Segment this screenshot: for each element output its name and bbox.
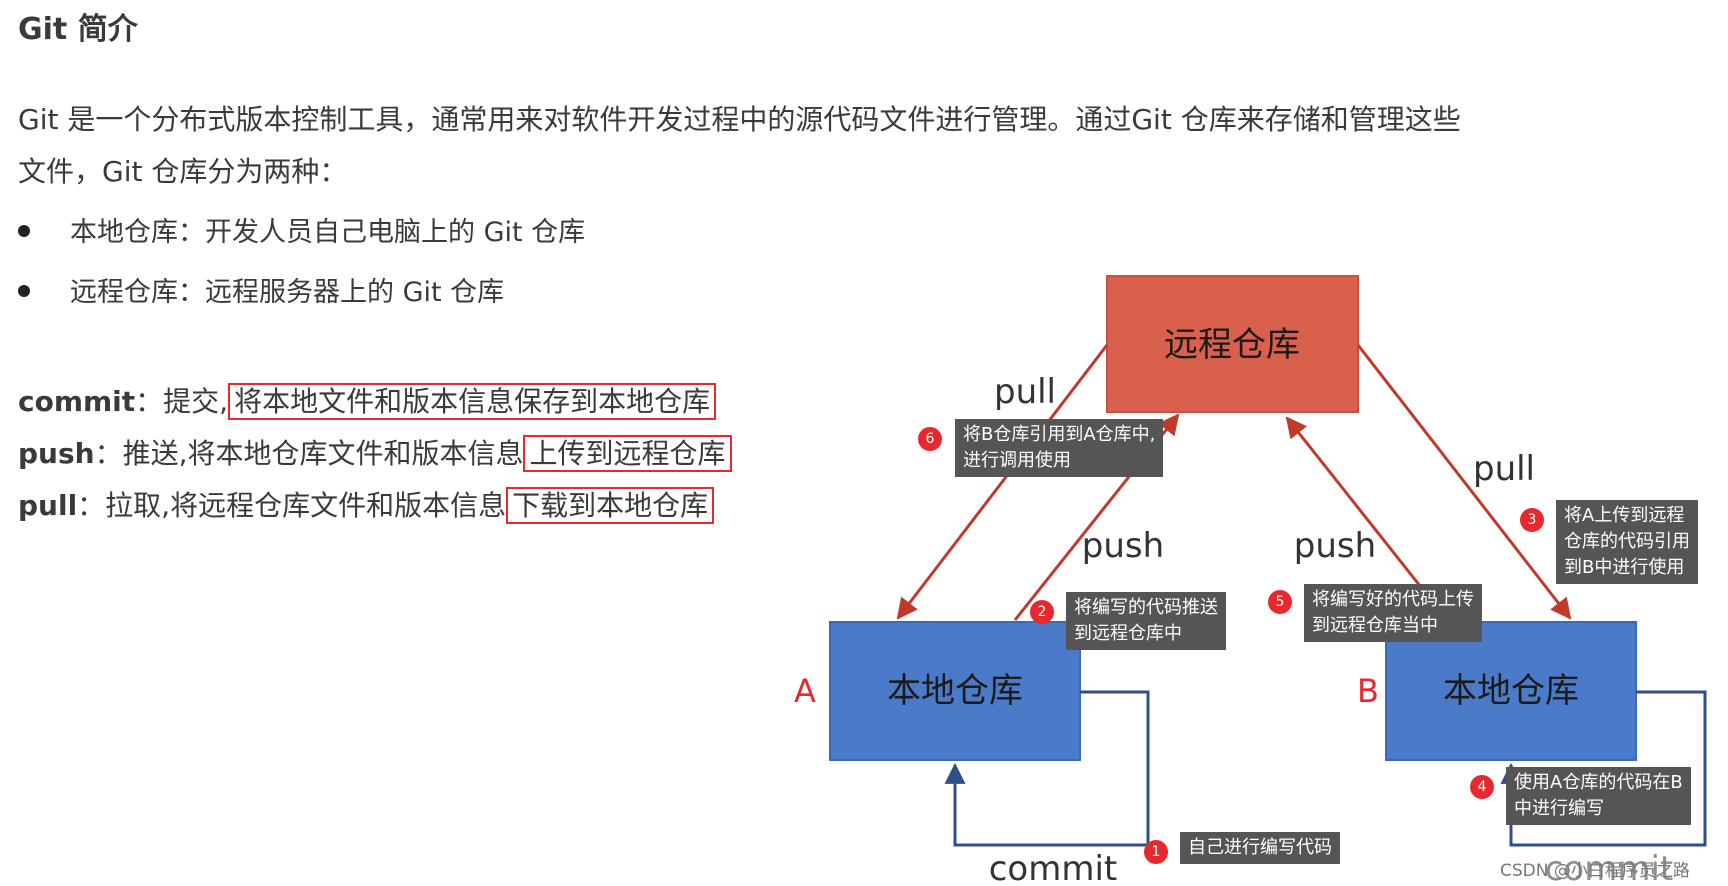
bullet-dot-icon bbox=[18, 224, 30, 237]
desc-push: ：推送,将本地仓库文件和版本信息 bbox=[94, 437, 524, 470]
desc-pull: ：拉取,将远程仓库文件和版本信息 bbox=[77, 489, 507, 522]
local-repo-a-box bbox=[829, 621, 1081, 761]
note-1: 自己进行编写代码 bbox=[1180, 832, 1340, 864]
bullet-remote-repo: 远程仓库：远程服务器上的 Git 仓库 bbox=[18, 270, 504, 309]
highlight-commit: 将本地文件和版本信息保存到本地仓库 bbox=[228, 383, 717, 420]
note-5-badge: 5 bbox=[1268, 590, 1292, 614]
note-3: 将A上传到远程 仓库的代码引用 到B中进行使用 bbox=[1556, 500, 1698, 584]
intro-line-1: Git 是一个分布式版本控制工具，通常用来对软件开发过程中的源代码文件进行管理。… bbox=[18, 103, 1461, 136]
local-repo-b-box bbox=[1385, 621, 1637, 761]
intro-line-2: 文件，Git 仓库分为两种： bbox=[18, 155, 348, 188]
note-2-line-1: 将编写的代码推送 bbox=[1074, 597, 1218, 618]
note-6-badge: 6 bbox=[918, 427, 942, 451]
page-title: Git 简介 bbox=[18, 12, 138, 47]
label-commit-b: commit bbox=[1545, 849, 1674, 886]
remote-repo-label: 远程仓库 bbox=[1164, 325, 1300, 365]
bullet-local-repo: 本地仓库：开发人员自己电脑上的 Git 仓库 bbox=[18, 210, 585, 249]
label-pull-right: pull bbox=[1473, 449, 1535, 489]
label-commit-a: commit bbox=[989, 849, 1118, 886]
note-4-badge: 4 bbox=[1470, 775, 1494, 799]
label-push-right: push bbox=[1294, 526, 1376, 566]
term-commit: commit bbox=[18, 385, 136, 418]
arrow-pull-left bbox=[896, 344, 1109, 620]
label-pull-left: pull bbox=[994, 372, 1056, 412]
label-push-left: push bbox=[1082, 526, 1164, 566]
marker-b: B bbox=[1357, 672, 1379, 710]
definition-pull: pull：拉取,将远程仓库文件和版本信息下载到本地仓库 bbox=[18, 484, 715, 524]
note-6-line-2: 进行调用使用 bbox=[963, 450, 1071, 471]
note-3-badge: 3 bbox=[1520, 508, 1544, 532]
bullet-dot-icon bbox=[18, 284, 30, 297]
note-1-text: 自己进行编写代码 bbox=[1188, 837, 1332, 858]
definition-push: push：推送,将本地仓库文件和版本信息上传到远程仓库 bbox=[18, 432, 732, 472]
term-push: push bbox=[18, 437, 95, 470]
note-4: 使用A仓库的代码在B 中进行编写 bbox=[1506, 767, 1691, 825]
note-2-line-2: 到远程仓库中 bbox=[1074, 623, 1182, 644]
bullet-text: 远程仓库：远程服务器上的 Git 仓库 bbox=[70, 277, 505, 308]
highlight-pull: 下载到本地仓库 bbox=[506, 487, 715, 524]
note-1-badge: 1 bbox=[1144, 840, 1168, 864]
arrow-pull-right bbox=[1356, 344, 1572, 620]
local-repo-b-label: 本地仓库 bbox=[1443, 671, 1579, 711]
desc-commit: ：提交, bbox=[135, 385, 229, 418]
note-3-line-2: 仓库的代码引用 bbox=[1564, 531, 1690, 552]
note-6-line-1: 将B仓库引用到A仓库中, bbox=[963, 424, 1156, 445]
note-4-line-1: 使用A仓库的代码在B bbox=[1514, 772, 1683, 793]
watermark: CSDN @小白程序员之路 bbox=[1500, 861, 1690, 881]
note-5: 将编写好的代码上传 到远程仓库当中 bbox=[1304, 584, 1482, 642]
note-5-line-1: 将编写好的代码上传 bbox=[1312, 589, 1474, 610]
note-3-line-3: 到B中进行使用 bbox=[1564, 557, 1685, 578]
note-3-line-1: 将A上传到远程 bbox=[1564, 505, 1685, 526]
definition-commit: commit：提交,将本地文件和版本信息保存到本地仓库 bbox=[18, 380, 717, 420]
note-2: 将编写的代码推送 到远程仓库中 bbox=[1066, 592, 1226, 650]
bullet-text: 本地仓库：开发人员自己电脑上的 Git 仓库 bbox=[70, 217, 586, 248]
term-pull: pull bbox=[18, 489, 78, 522]
note-5-line-2: 到远程仓库当中 bbox=[1312, 615, 1438, 636]
highlight-push: 上传到远程仓库 bbox=[523, 435, 732, 472]
remote-repo-box bbox=[1106, 275, 1359, 413]
marker-a: A bbox=[794, 672, 816, 710]
note-6: 将B仓库引用到A仓库中, 进行调用使用 bbox=[955, 419, 1164, 477]
local-repo-a-label: 本地仓库 bbox=[887, 671, 1023, 711]
note-2-badge: 2 bbox=[1030, 600, 1054, 624]
note-4-line-2: 中进行编写 bbox=[1514, 798, 1604, 819]
